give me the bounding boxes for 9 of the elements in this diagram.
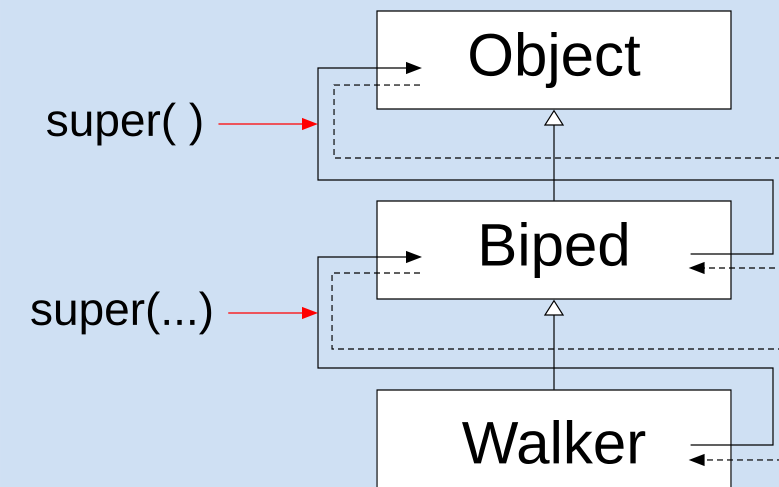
call-arrow <box>317 62 774 255</box>
class-box: Walker <box>376 389 732 487</box>
return-arrow <box>331 272 779 466</box>
code-label: super( ) <box>47 102 202 146</box>
code-label: super(...) <box>31 292 212 334</box>
class-box: Object <box>376 10 732 110</box>
call-arrow <box>317 250 774 446</box>
return-arrow <box>333 84 779 274</box>
class-box: Biped <box>376 200 732 300</box>
